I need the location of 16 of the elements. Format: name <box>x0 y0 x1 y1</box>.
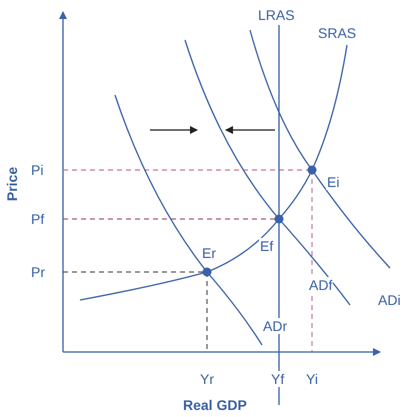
curve-label: ADi <box>377 292 402 308</box>
axis-title: Real GDP <box>182 397 248 413</box>
point-label: Ef <box>259 238 274 254</box>
tick-label: Yr <box>199 371 215 387</box>
tick-label: Yf <box>270 371 286 387</box>
curve-label: ADr <box>262 318 288 334</box>
curve-label: LRAS <box>257 7 296 23</box>
tick-label: Pi <box>30 162 44 178</box>
axis-title: Price <box>4 166 20 202</box>
point-label: Ei <box>326 174 340 190</box>
curve-label: SRAS <box>317 25 358 41</box>
tick-label: Pr <box>30 264 46 280</box>
tick-label: Pf <box>30 211 46 227</box>
point-label: Er <box>201 245 217 261</box>
curve-label: ADf <box>308 277 334 293</box>
tick-label: Yi <box>305 371 319 387</box>
